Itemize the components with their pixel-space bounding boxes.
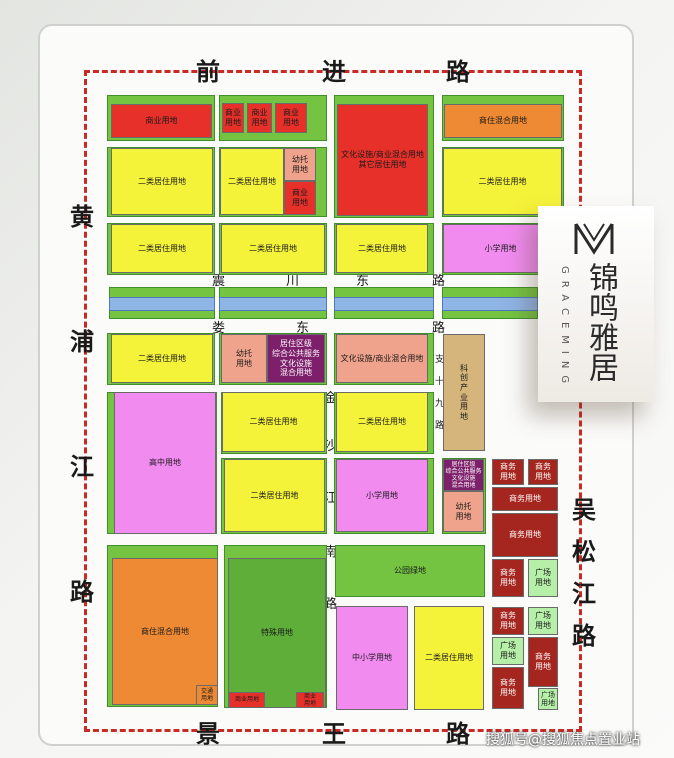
parcel-traffic: 交通 用地 bbox=[196, 685, 218, 705]
parcel-residential: 二类居住用地 bbox=[414, 606, 484, 710]
parcel-residential: 二类居住用地 bbox=[224, 459, 325, 532]
parcel-plaza: 广场 用地 bbox=[528, 607, 558, 635]
parcel-primary-school: 小学用地 bbox=[336, 459, 428, 532]
road-north-char-2: 进 bbox=[322, 58, 346, 86]
parcel-commercial-small: 商业 用地 bbox=[222, 103, 244, 133]
parcel-nursery: 幼托 用地 bbox=[221, 334, 267, 383]
parcel-residential: 二类居住用地 bbox=[111, 148, 213, 215]
road-west-char-4: 路 bbox=[70, 578, 94, 606]
parcel-commercial: 商业用地 bbox=[111, 104, 212, 138]
road-west-char-3: 江 bbox=[70, 453, 94, 481]
parcel-commercial-small: 商业 用地 bbox=[296, 692, 324, 708]
parcel-special: 特殊用地 bbox=[228, 558, 326, 708]
road-mid2-char-1: 娄 bbox=[212, 321, 226, 336]
parcel-community-service-small: 居住区级 综合公共服务 文化设施 混合用地 bbox=[443, 459, 484, 491]
road-center-char-5: 路 bbox=[324, 597, 338, 612]
parcel-commercial-small: 商业 用地 bbox=[247, 103, 272, 133]
parcel-residential: 二类居住用地 bbox=[443, 148, 562, 215]
parcel-nursery: 幼托 用地 bbox=[443, 491, 484, 532]
road-north-char-1: 前 bbox=[196, 58, 220, 86]
parcel-nursery: 幼托 用地 bbox=[284, 148, 316, 181]
road-west-char-2: 浦 bbox=[70, 328, 94, 356]
parcel-business: 商务 用地 bbox=[492, 607, 524, 635]
road-south-char-2: 王 bbox=[322, 720, 346, 748]
road-branch-char-3: 九 bbox=[435, 399, 445, 409]
parcel-residential: 二类居住用地 bbox=[221, 224, 325, 273]
river-water bbox=[442, 297, 538, 311]
road-mid1-char-4: 路 bbox=[432, 274, 446, 289]
parcel-culture-commercial-mixed: 文化设施/商业混合用地 其它居住用地 bbox=[337, 104, 428, 216]
road-south-char-1: 景 bbox=[196, 720, 220, 748]
road-east-char-4: 路 bbox=[572, 622, 596, 650]
parcel-plaza: 广场 用地 bbox=[538, 688, 558, 710]
road-mid2-char-2: 东 bbox=[296, 321, 310, 336]
parcel-business: 商务 用地 bbox=[492, 459, 524, 485]
road-center-char-4: 南 bbox=[324, 545, 338, 560]
logo-english-name: GRACEMING bbox=[559, 266, 570, 391]
parcel-residential: 二类居住用地 bbox=[336, 392, 428, 452]
parcel-business: 商务用地 bbox=[492, 513, 558, 557]
parcel-mixed-residential-commercial: 商住混合用地 bbox=[444, 104, 562, 138]
parcel-commercial-small: 商业用地 bbox=[229, 692, 265, 708]
parcel-business: 商务 用地 bbox=[492, 667, 524, 709]
parcel-business: 商务 用地 bbox=[492, 559, 524, 597]
road-east-char-1: 吴 bbox=[572, 496, 596, 524]
road-east-char-2: 松 bbox=[572, 538, 596, 566]
road-mid2-char-3: 路 bbox=[432, 321, 446, 336]
road-west-char-1: 黄 bbox=[70, 203, 94, 231]
parcel-residential: 二类居住用地 bbox=[222, 392, 325, 452]
parcel-plaza: 广场 用地 bbox=[492, 637, 524, 665]
logo-chinese-name: 锦鸣雅居 bbox=[583, 262, 618, 382]
river-water bbox=[334, 297, 434, 311]
parcel-plaza: 广场 用地 bbox=[528, 559, 558, 597]
parcel-mixed-residential-commercial: 商住混合用地 bbox=[112, 558, 218, 705]
parcel-residential: 二类居住用地 bbox=[336, 224, 428, 273]
parcel-commercial-small: 商业 用地 bbox=[284, 181, 316, 215]
parcel-culture-commercial: 文化设施/商业混合用地 bbox=[336, 334, 428, 383]
parcel-high-school: 高中用地 bbox=[114, 392, 216, 534]
parcel-mid-primary-school: 中小学用地 bbox=[336, 606, 408, 710]
watermark: 搜狐号@搜狐焦点置业站 bbox=[486, 732, 640, 748]
parcel-sci-industry: 科 创 产 业 用 地 bbox=[443, 334, 485, 451]
road-south-char-3: 路 bbox=[446, 720, 470, 748]
road-branch-char-2: 十 bbox=[435, 377, 445, 387]
road-center-char-1: 金 bbox=[324, 391, 338, 406]
road-branch-char-1: 支 bbox=[435, 355, 445, 365]
road-center-char-3: 江 bbox=[324, 491, 338, 506]
road-mid1-char-3: 东 bbox=[356, 274, 370, 289]
parcel-commercial-small: 商业 用地 bbox=[275, 103, 307, 133]
river-water bbox=[109, 297, 215, 311]
road-branch-char-4: 路 bbox=[435, 421, 445, 431]
logo-mark-icon bbox=[574, 223, 614, 255]
parcel-residential: 二类居住用地 bbox=[220, 148, 284, 215]
road-mid1-char-2: 川 bbox=[286, 274, 300, 289]
parcel-residential: 二类居住用地 bbox=[111, 334, 213, 383]
parcel-residential: 二类居住用地 bbox=[111, 224, 213, 273]
road-north-char-3: 路 bbox=[446, 58, 470, 86]
road-mid1-char-1: 震 bbox=[212, 274, 226, 289]
parcel-business: 商务 用地 bbox=[528, 459, 558, 485]
road-east-char-3: 江 bbox=[572, 580, 596, 608]
parcel-business: 商务用地 bbox=[492, 487, 558, 511]
parcel-community-service: 居住区级 综合公共服务 文化设施 混合用地 bbox=[267, 334, 325, 383]
parcel-park-green: 公园绿地 bbox=[335, 545, 485, 597]
road-center-char-2: 沙 bbox=[324, 439, 338, 454]
river-water bbox=[219, 297, 327, 311]
parcel-business: 商务 用地 bbox=[528, 637, 558, 687]
